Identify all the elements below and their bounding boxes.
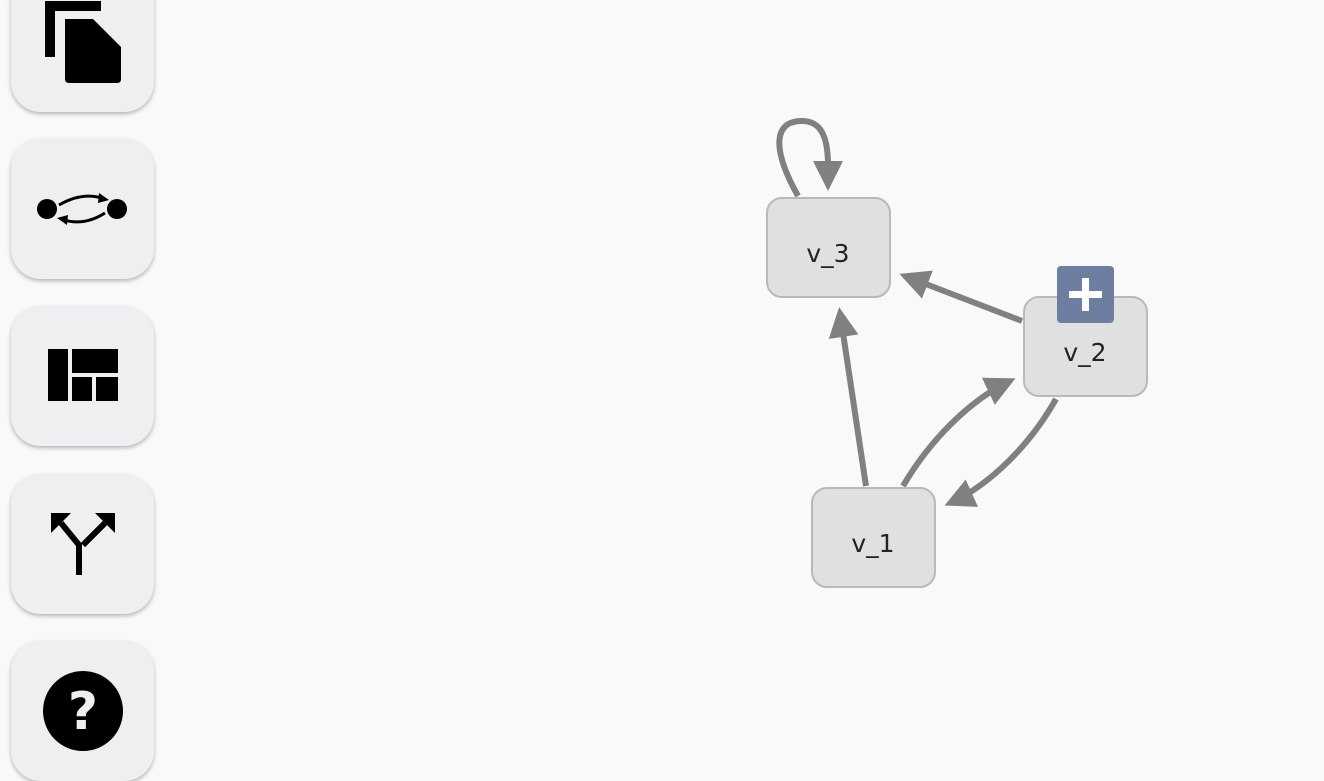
swap-edges-button[interactable]: [11, 139, 154, 279]
edge-v3-v3[interactable]: [776, 117, 844, 198]
add-node-button[interactable]: [1057, 266, 1114, 323]
split-arrows-icon: [50, 513, 115, 575]
node-label: v_3: [806, 239, 849, 268]
node-v_3[interactable]: v_3: [766, 197, 891, 298]
edge-v1-v2[interactable]: [900, 377, 1016, 488]
edges: [776, 117, 1059, 507]
node-label: v_1: [851, 529, 894, 558]
edge-v1-v3[interactable]: [828, 307, 869, 487]
graph-canvas[interactable]: v_3 v_2 v_1: [0, 0, 1324, 722]
plus-icon: [1069, 278, 1102, 311]
split-button[interactable]: [11, 474, 154, 614]
swap-edges-icon: [36, 193, 127, 225]
layout-icon: [47, 349, 118, 401]
edge-v2-v1[interactable]: [944, 397, 1059, 507]
node-label: v_2: [1063, 338, 1106, 367]
node-v_1[interactable]: v_1: [811, 487, 936, 588]
copy-button[interactable]: [11, 0, 154, 112]
copy-icon: [44, 1, 121, 83]
node-v_2[interactable]: v_2: [1023, 296, 1148, 397]
layout-button[interactable]: [11, 306, 154, 446]
edge-v2-v3[interactable]: [899, 270, 1024, 324]
